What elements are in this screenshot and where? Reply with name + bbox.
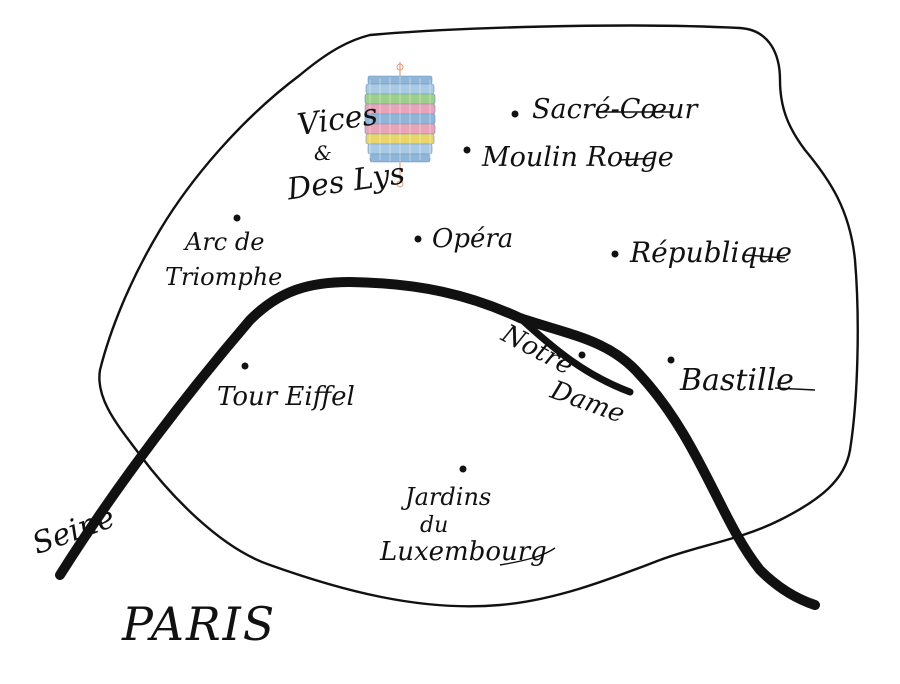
label-jardins-line2: du	[420, 513, 448, 538]
seine-river	[55, 276, 820, 610]
dot-republique	[611, 250, 619, 258]
label-arc-de-triomphe-1: Arc de	[183, 228, 264, 256]
city-boundary	[98, 24, 859, 608]
label-republique: République	[629, 236, 792, 269]
dot-sacre-coeur	[511, 110, 519, 118]
label-arc-de-triomphe-2: Triomphe	[165, 263, 282, 291]
seine-island-branch	[516, 314, 634, 396]
shop-label-line3: Des Lys	[284, 156, 407, 207]
label-moulin-rouge: Moulin Rouge	[481, 142, 674, 173]
shop-label-line2: &	[314, 141, 332, 165]
dot-tour-eiffel	[241, 362, 249, 370]
label-opera: Opéra	[432, 224, 513, 254]
label-sacre-coeur: Sacré-Cœur	[532, 94, 699, 125]
label-jardins-line3: Luxembourg	[379, 537, 547, 567]
dot-notre-dame	[578, 351, 586, 359]
paper-lantern-icon	[364, 62, 436, 188]
dot-jardins-du-luxembourg	[459, 465, 467, 473]
dot-arc-de-triomphe	[233, 214, 241, 222]
dot-bastille	[667, 356, 675, 364]
label-tour-eiffel: Tour Eiffel	[217, 382, 355, 412]
label-bastille: Bastille	[679, 363, 794, 398]
dot-opera	[414, 235, 422, 243]
label-paris: PARIS	[121, 597, 276, 651]
label-jardins-line1: Jardins	[400, 483, 491, 511]
dot-moulin-rouge	[463, 146, 471, 154]
